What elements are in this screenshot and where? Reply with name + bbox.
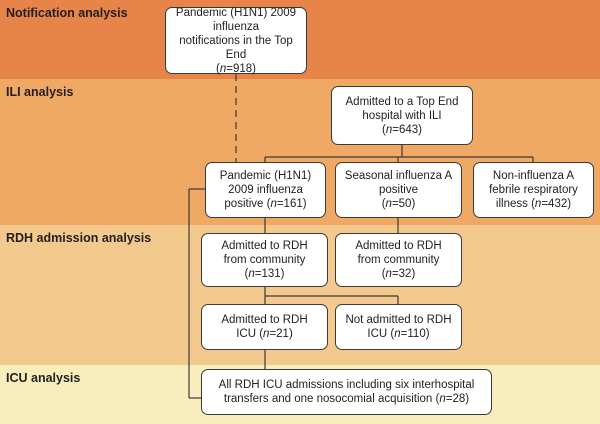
band-label-ili: ILI analysis [6, 85, 74, 99]
box-notifications-line2: notifications in the Top End [179, 34, 293, 61]
box-rdh-seasonal-count: (n=32) [381, 268, 416, 280]
band-label-icu: ICU analysis [6, 371, 81, 385]
box-seasonal-count: (n=50) [381, 198, 416, 210]
box-notifications: Pandemic (H1N1) 2009 influenza notificat… [165, 6, 307, 75]
box-nonflu-line1: Non-influenza A [492, 170, 575, 182]
box-rdh-pandemic-line1: Admitted to RDH [221, 240, 308, 252]
box-rdh-icu-line1: Admitted to RDH [221, 314, 308, 326]
box-not-rdh-icu-count: ICU (n=110) [367, 328, 430, 340]
box-notifications-count: (n=918) [216, 62, 256, 75]
box-rdh-pandemic-line2: from community [223, 254, 306, 266]
box-rdh-seasonal: Admitted to RDH from community (n=32) [335, 233, 462, 287]
box-pandemic-line2: 2009 influenza [228, 184, 303, 196]
band-label-rdh: RDH admission analysis [6, 231, 152, 245]
box-seasonal-positive: Seasonal influenza A positive (n=50) [335, 162, 462, 218]
box-rdh-seasonal-line1: Admitted to RDH [355, 240, 442, 252]
box-all-icu-count: transfers and one nosocomial acquisition… [223, 393, 470, 405]
box-rdh-icu: Admitted to RDH ICU (n=21) [201, 304, 328, 350]
band-label-notification: Notification analysis [6, 6, 128, 20]
box-non-influenza: Non-influenza A febrile respiratory illn… [473, 162, 594, 218]
box-pandemic-positive: Pandemic (H1N1) 2009 influenza positive … [205, 162, 326, 218]
box-all-icu: All RDH ICU admissions including six int… [201, 369, 492, 415]
box-not-rdh-icu-line1: Not admitted to RDH [345, 314, 452, 326]
box-seasonal-line2: positive [379, 184, 418, 196]
box-not-rdh-icu: Not admitted to RDH ICU (n=110) [335, 304, 462, 350]
box-rdh-pandemic-count: (n=131) [244, 268, 285, 280]
box-rdh-seasonal-line2: from community [357, 254, 440, 266]
box-pandemic-line1: Pandemic (H1N1) [219, 170, 312, 182]
box-seasonal-line1: Seasonal influenza A [344, 170, 453, 182]
box-rdh-pandemic: Admitted to RDH from community (n=131) [201, 233, 328, 287]
box-all-icu-line1: All RDH ICU admissions including six int… [218, 379, 475, 391]
box-rdh-icu-count: ICU (n=21) [236, 328, 293, 340]
box-admitted-ili-line2: hospital with ILI [362, 109, 442, 122]
box-nonflu-line2: febrile respiratory [489, 184, 578, 196]
box-admitted-ili-line1: Admitted to a Top End [345, 95, 459, 108]
box-nonflu-count: illness (n=432) [495, 198, 572, 210]
box-admitted-ili: Admitted to a Top End hospital with ILI … [331, 86, 473, 145]
box-pandemic-count: positive (n=161) [224, 198, 307, 210]
box-admitted-ili-count: (n=643) [382, 123, 422, 136]
box-notifications-line1: Pandemic (H1N1) 2009 influenza [175, 6, 297, 33]
